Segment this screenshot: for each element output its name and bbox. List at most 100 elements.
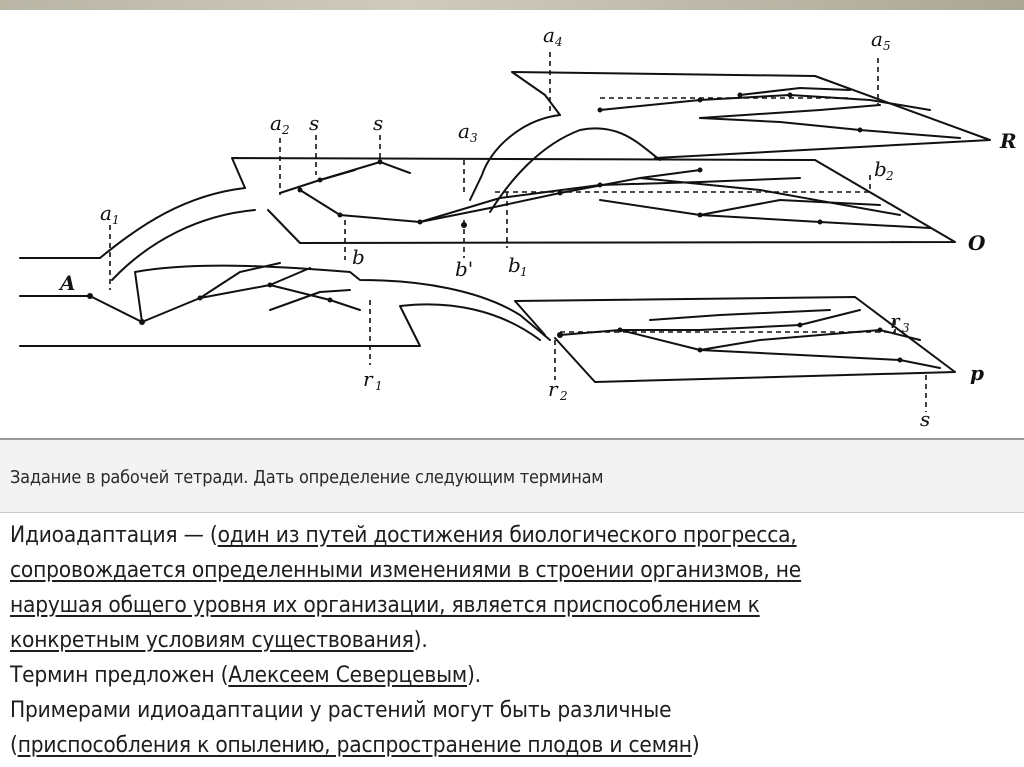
author-line: Термин предложен (Алексеем Северцевым).	[10, 658, 1010, 693]
plane-P	[515, 297, 955, 382]
label-b1-sub: 1	[520, 265, 528, 279]
task-text: Задание в рабочей тетради. Дать определе…	[10, 467, 603, 488]
definition-line-3: нарушая общего уровня их организации, яв…	[10, 588, 1010, 623]
upper-tube-inner	[112, 210, 255, 280]
label-a5: a	[871, 27, 883, 51]
label-b2-sub: 2	[885, 169, 894, 183]
label-r3-sub: 3	[902, 321, 910, 335]
branch-p4	[650, 310, 830, 320]
label-a5-sub: 5	[883, 39, 891, 53]
node	[878, 328, 883, 333]
branch-r2	[700, 118, 960, 138]
node	[558, 191, 563, 196]
examples-answer: приспособления к опылению, распространен…	[18, 732, 692, 758]
slide-top-bar	[0, 0, 1024, 10]
term-intro: Идиоадаптация — (	[10, 522, 218, 548]
label-A: A	[58, 271, 76, 295]
node	[698, 98, 703, 103]
evolution-scheme-svg: A a 1 a 2 s s a 3 a 4 a 5 R b 2 O b b' b…	[0, 10, 1024, 438]
label-a2-sub: 2	[281, 123, 290, 137]
node	[139, 319, 145, 325]
author-closing: ).	[467, 662, 481, 688]
node	[598, 183, 603, 188]
examples-line-2: (приспособления к опылению, распростране…	[10, 728, 1010, 763]
label-a3-sub: 3	[470, 131, 478, 145]
node	[738, 93, 743, 98]
label-b1: b	[508, 253, 521, 277]
node	[698, 348, 703, 353]
R-tube-outer	[470, 115, 560, 200]
label-s3: s	[920, 407, 930, 431]
branch-r4	[700, 105, 880, 118]
branch-l1	[142, 268, 310, 322]
definition-text: Идиоадаптация — (один из путей достижени…	[10, 518, 1010, 763]
label-r1: r	[363, 367, 374, 391]
label-r1-sub: 1	[375, 379, 383, 393]
label-a1: a	[100, 201, 112, 225]
label-R: R	[999, 129, 1017, 153]
evolution-scheme-diagram: A a 1 a 2 s s a 3 a 4 a 5 R b 2 O b b' b…	[0, 10, 1024, 438]
node	[788, 93, 793, 98]
node	[798, 323, 803, 328]
label-r2: r	[548, 377, 559, 401]
branch-l2	[200, 263, 280, 298]
node	[858, 128, 863, 133]
node	[298, 188, 303, 193]
node	[461, 222, 467, 228]
upper-tube-outer	[100, 188, 245, 258]
examples-close-paren: )	[692, 732, 700, 758]
author-intro: Термин предложен (	[10, 662, 228, 688]
label-s2: s	[373, 111, 383, 135]
label-b: b	[352, 245, 365, 269]
label-P: p	[970, 361, 984, 385]
node	[198, 296, 203, 301]
answer-part-2: сопровождается определенными изменениями…	[10, 557, 801, 583]
plane-O	[232, 158, 955, 243]
node	[318, 178, 323, 183]
lower-plane-edge	[20, 304, 540, 346]
definition-line-4: конкретным условиям существования).	[10, 623, 1010, 658]
node	[268, 283, 273, 288]
R-tube-inner	[490, 128, 660, 212]
branch-l4	[270, 290, 350, 310]
node	[328, 298, 333, 303]
label-b-prime: b'	[455, 257, 473, 281]
label-b2: b	[874, 157, 887, 181]
label-r2-sub: 2	[559, 389, 568, 403]
node	[698, 213, 703, 218]
branch-p3	[700, 330, 920, 350]
node-A	[87, 293, 93, 299]
label-r3: r	[890, 309, 901, 333]
author-answer: Алексеем Северцевым	[228, 662, 467, 688]
label-s1: s	[309, 111, 319, 135]
examples-line-1: Примерами идиоадаптации у растений могут…	[10, 693, 1010, 728]
answer-part-1: один из путей достижения биологического …	[218, 522, 797, 548]
examples-open-paren: (	[10, 732, 18, 758]
label-a2: a	[270, 111, 282, 135]
label-O: O	[968, 231, 986, 255]
label-a4: a	[543, 23, 555, 47]
node	[338, 213, 343, 218]
node	[418, 220, 423, 225]
node	[618, 328, 623, 333]
definition-line-1: Идиоадаптация — (один из путей достижени…	[10, 518, 1010, 553]
node	[698, 168, 703, 173]
label-a1-sub: 1	[112, 213, 120, 227]
node	[598, 108, 603, 113]
definition-line-2: сопровождается определенными изменениями…	[10, 553, 1010, 588]
node	[898, 358, 903, 363]
label-a4-sub: 4	[554, 35, 563, 49]
branch-l3	[270, 285, 360, 310]
task-box: Задание в рабочей тетради. Дать определе…	[0, 440, 1024, 513]
closing-paren: ).	[414, 627, 428, 653]
examples-intro: Примерами идиоадаптации у растений могут…	[10, 697, 671, 723]
node	[378, 160, 383, 165]
answer-part-4: конкретным условиям существования	[10, 627, 414, 653]
branch-o2	[320, 170, 355, 180]
branch-p2	[620, 330, 940, 368]
node	[818, 220, 823, 225]
branch-r3	[740, 88, 850, 95]
lower-branch-mid	[90, 266, 550, 340]
label-a3: a	[458, 119, 470, 143]
answer-part-3: нарушая общего уровня их организации, яв…	[10, 592, 760, 618]
